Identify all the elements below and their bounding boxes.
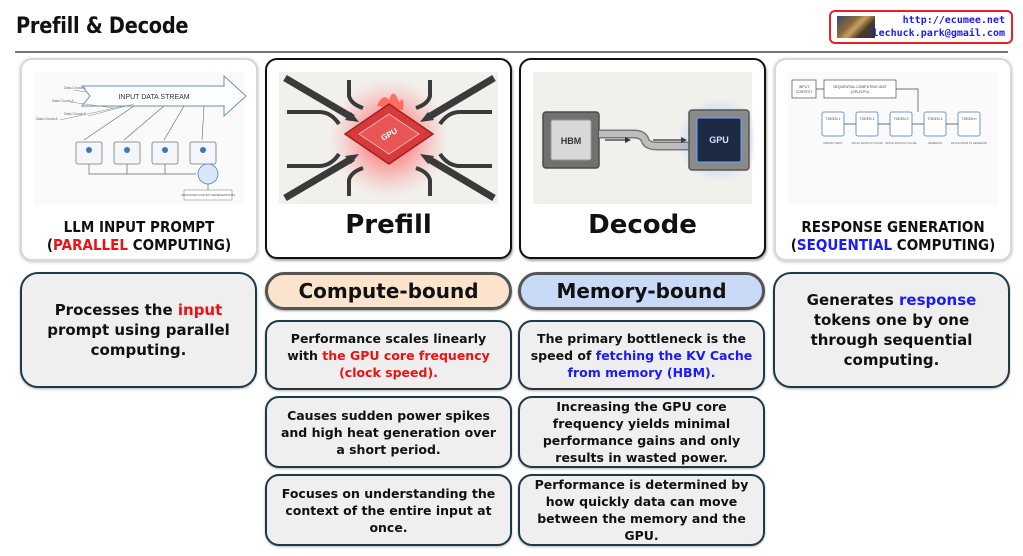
point-text: Causes sudden power spikes and high heat… (280, 407, 497, 457)
card-input-prompt: INPUT DATA STREAM Data Chunk A Data Chun… (20, 58, 258, 261)
token-label: TOKEN 2 (860, 117, 875, 121)
decode-chip-label: GPU (709, 135, 729, 145)
stream-label: INPUT DATA STREAM (118, 94, 189, 101)
contact-badge: http://ecumee.net lechuck.park@gmail.com (829, 10, 1013, 44)
decode-illustration: HBM GPU (533, 72, 761, 204)
response-caption-line1: RESPONSE GENERATION (801, 218, 985, 236)
caption-rest: COMPUTING) (127, 236, 232, 254)
parallel-highlight: PARALLEL (53, 236, 128, 254)
response-caption-line2: (SEQUENTIAL COMPUTING) (788, 236, 999, 254)
input-context-label: INPUT (799, 85, 810, 89)
input-caption: LLM INPUT PROMPT (PARALLEL COMPUTING) (34, 218, 245, 254)
token-note: FETCH FROM KV CACHE (886, 141, 917, 145)
contact-url[interactable]: http://ecumee.net (902, 15, 1005, 26)
card-prefill: GPU Prefill (265, 58, 512, 259)
inbound-arrows-icon (283, 74, 496, 202)
decode-title: Decode (588, 210, 697, 240)
paren: ( (46, 236, 54, 254)
prefill-point-3: Focuses on understanding the context of … (265, 474, 512, 546)
sequential-diagram: INPUT CONTEXT SEQUENTIAL COMPUTING UNIT … (788, 72, 998, 204)
point-text: Performance is determined by how quickly… (534, 477, 749, 543)
parallel-diagram-svg: INPUT DATA STREAM Data Chunk A Data Chun… (36, 74, 247, 201)
chunk-label: Data Chunk B (64, 112, 86, 116)
response-caption: RESPONSE GENERATION (SEQUENTIAL COMPUTIN… (788, 218, 999, 254)
card-response-generation: INPUT CONTEXT SEQUENTIAL COMPUTING UNIT … (774, 58, 1012, 261)
kv-cache-highlight: fetching the KV Cache from memory (HBM). (567, 347, 753, 380)
paren: ( (790, 236, 797, 254)
prefill-point-1: Performance scales linearly with the GPU… (265, 320, 512, 390)
caption-rest: COMPUTING) (892, 236, 996, 254)
response-description: Generates response tokens one by one thr… (773, 272, 1010, 388)
output-label: INTEGRATED CONTEXT REPRESENTATION (181, 193, 235, 197)
sequential-diagram-svg: INPUT CONTEXT SEQUENTIAL COMPUTING UNIT … (791, 79, 987, 145)
unit-label: (GPU/CPU) (851, 90, 869, 94)
input-caption-line2: (PARALLEL COMPUTING) (34, 236, 245, 254)
gpu-chip-icon (696, 117, 742, 163)
point-text: The primary bottleneck is the speed of (530, 330, 746, 363)
token-note: FETCH FROM KV GENERATE (951, 141, 987, 145)
decode-point-1: The primary bottleneck is the speed of f… (518, 320, 765, 390)
desc-text: Processes the (54, 301, 178, 319)
decode-svg: HBM GPU (542, 98, 761, 182)
compute-bound-pill: Compute-bound (265, 272, 512, 310)
prefill-title: Prefill (345, 210, 432, 240)
contact-email[interactable]: lechuck.park@gmail.com (872, 28, 1005, 39)
token-label: TOKEN 1 (826, 117, 841, 121)
token-note: FETCH FROM KV CACHE (852, 141, 883, 145)
prefill-illustration: GPU (279, 72, 498, 204)
desc-text: prompt using parallel computing. (47, 321, 230, 359)
input-caption-line1: LLM INPUT PROMPT (63, 218, 215, 236)
decode-point-2: Increasing the GPU core frequency yields… (518, 396, 765, 468)
input-context-label: CONTEXT (796, 90, 814, 94)
desc-text: tokens one by one through sequential com… (810, 311, 973, 369)
token-label: TOKEN 4 (928, 117, 943, 121)
token-label: TOKEN n (962, 117, 977, 121)
desc-text: Generates (806, 291, 900, 309)
gpu-frequency-highlight: the GPU core frequency (clock speed). (322, 347, 490, 380)
title-divider (15, 51, 1008, 53)
input-description: Processes the input prompt using paralle… (20, 272, 257, 388)
memory-bound-pill: Memory-bound (518, 272, 765, 310)
token-note: GENERATE (928, 141, 942, 145)
decode-point-3: Performance is determined by how quickly… (518, 474, 765, 546)
token-note: PREDICT NEXT (824, 141, 843, 145)
sequential-highlight: SEQUENTIAL (796, 236, 893, 254)
parallel-diagram: INPUT DATA STREAM Data Chunk A Data Chun… (34, 72, 247, 204)
avatar (837, 16, 875, 38)
card-decode: HBM GPU Decode (519, 58, 766, 259)
page-title: Prefill & Decode (16, 14, 189, 39)
token-label: TOKEN 3 (894, 117, 909, 121)
prefill-svg: GPU (283, 74, 496, 202)
chunk-label: Data Chunk A (64, 86, 86, 90)
prefill-point-2: Causes sudden power spikes and high heat… (265, 396, 512, 468)
unit-label: SEQUENTIAL COMPUTING UNIT (833, 85, 887, 89)
input-highlight: input (177, 301, 223, 319)
chunk-label: Data Chunk A (36, 117, 58, 121)
point-text: Increasing the GPU core frequency yields… (542, 399, 741, 465)
chunk-label: Data Chunk A (52, 99, 74, 103)
response-highlight: response (899, 291, 977, 309)
point-text: Performance scales linearly with (287, 330, 487, 363)
hbm-label: HBM (561, 136, 582, 146)
point-text: Focuses on understanding the context of … (281, 485, 496, 535)
